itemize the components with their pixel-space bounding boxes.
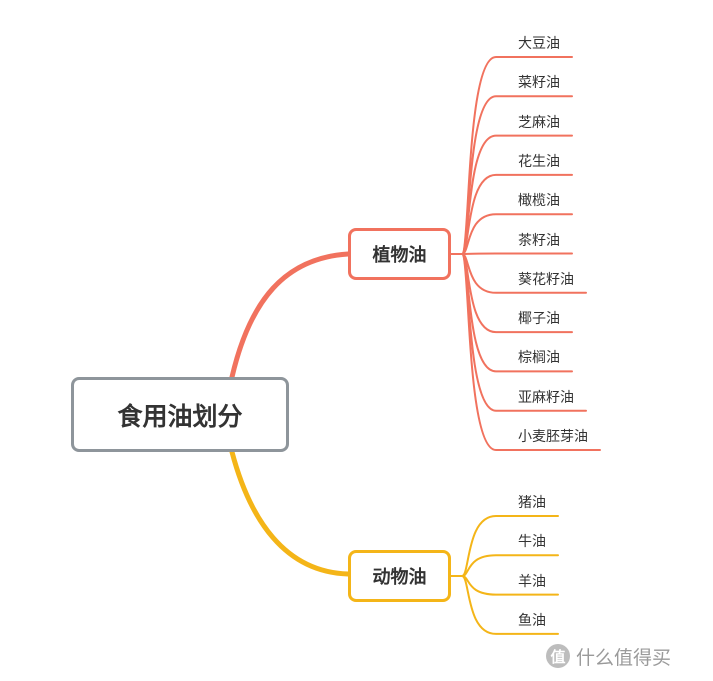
leaf-label-plant[interactable]: 葵花籽油 xyxy=(518,271,574,288)
watermark: 值 什么值得买 xyxy=(546,643,671,669)
leaf-label-plant[interactable]: 茶籽油 xyxy=(518,232,560,249)
leaf-label-plant[interactable]: 橄榄油 xyxy=(518,193,560,210)
leaf-label-plant[interactable]: 花生油 xyxy=(518,153,560,170)
leaf-connector-plant xyxy=(450,252,573,255)
branch-label-plant: 植物油 xyxy=(372,245,427,266)
leaf-label-animal[interactable]: 猪油 xyxy=(518,495,546,511)
root-connector-animal xyxy=(229,449,351,577)
branch-label-animal: 动物油 xyxy=(372,567,427,588)
leaf-label-plant[interactable]: 椰子油 xyxy=(518,311,560,328)
leaf-label-plant[interactable]: 菜籽油 xyxy=(518,75,560,92)
leaf-connector-animal xyxy=(450,575,559,635)
leaf-label-animal[interactable]: 鱼油 xyxy=(518,612,546,629)
root-connector-plant xyxy=(229,251,351,380)
leaf-label-animal[interactable]: 牛油 xyxy=(518,534,546,551)
leaf-label-plant[interactable]: 小麦胚芽油 xyxy=(518,429,588,445)
root-label: 食用油划分 xyxy=(117,401,243,431)
watermark-text: 什么值得买 xyxy=(576,646,672,669)
leaf-label-plant[interactable]: 棕榈油 xyxy=(518,350,560,367)
leaf-connector-plant xyxy=(450,253,601,451)
watermark-logo-icon: 值 xyxy=(546,644,570,668)
leaf-label-plant[interactable]: 亚麻籽油 xyxy=(518,389,574,406)
leaf-label-plant[interactable]: 大豆油 xyxy=(518,36,560,52)
leaf-label-animal[interactable]: 羊油 xyxy=(518,573,546,590)
branch-node-plant[interactable]: 植物油 xyxy=(348,228,451,280)
root-node[interactable]: 食用油划分 xyxy=(71,377,289,452)
leaf-label-plant[interactable]: 芝麻油 xyxy=(518,114,560,131)
branch-node-animal[interactable]: 动物油 xyxy=(348,550,451,602)
